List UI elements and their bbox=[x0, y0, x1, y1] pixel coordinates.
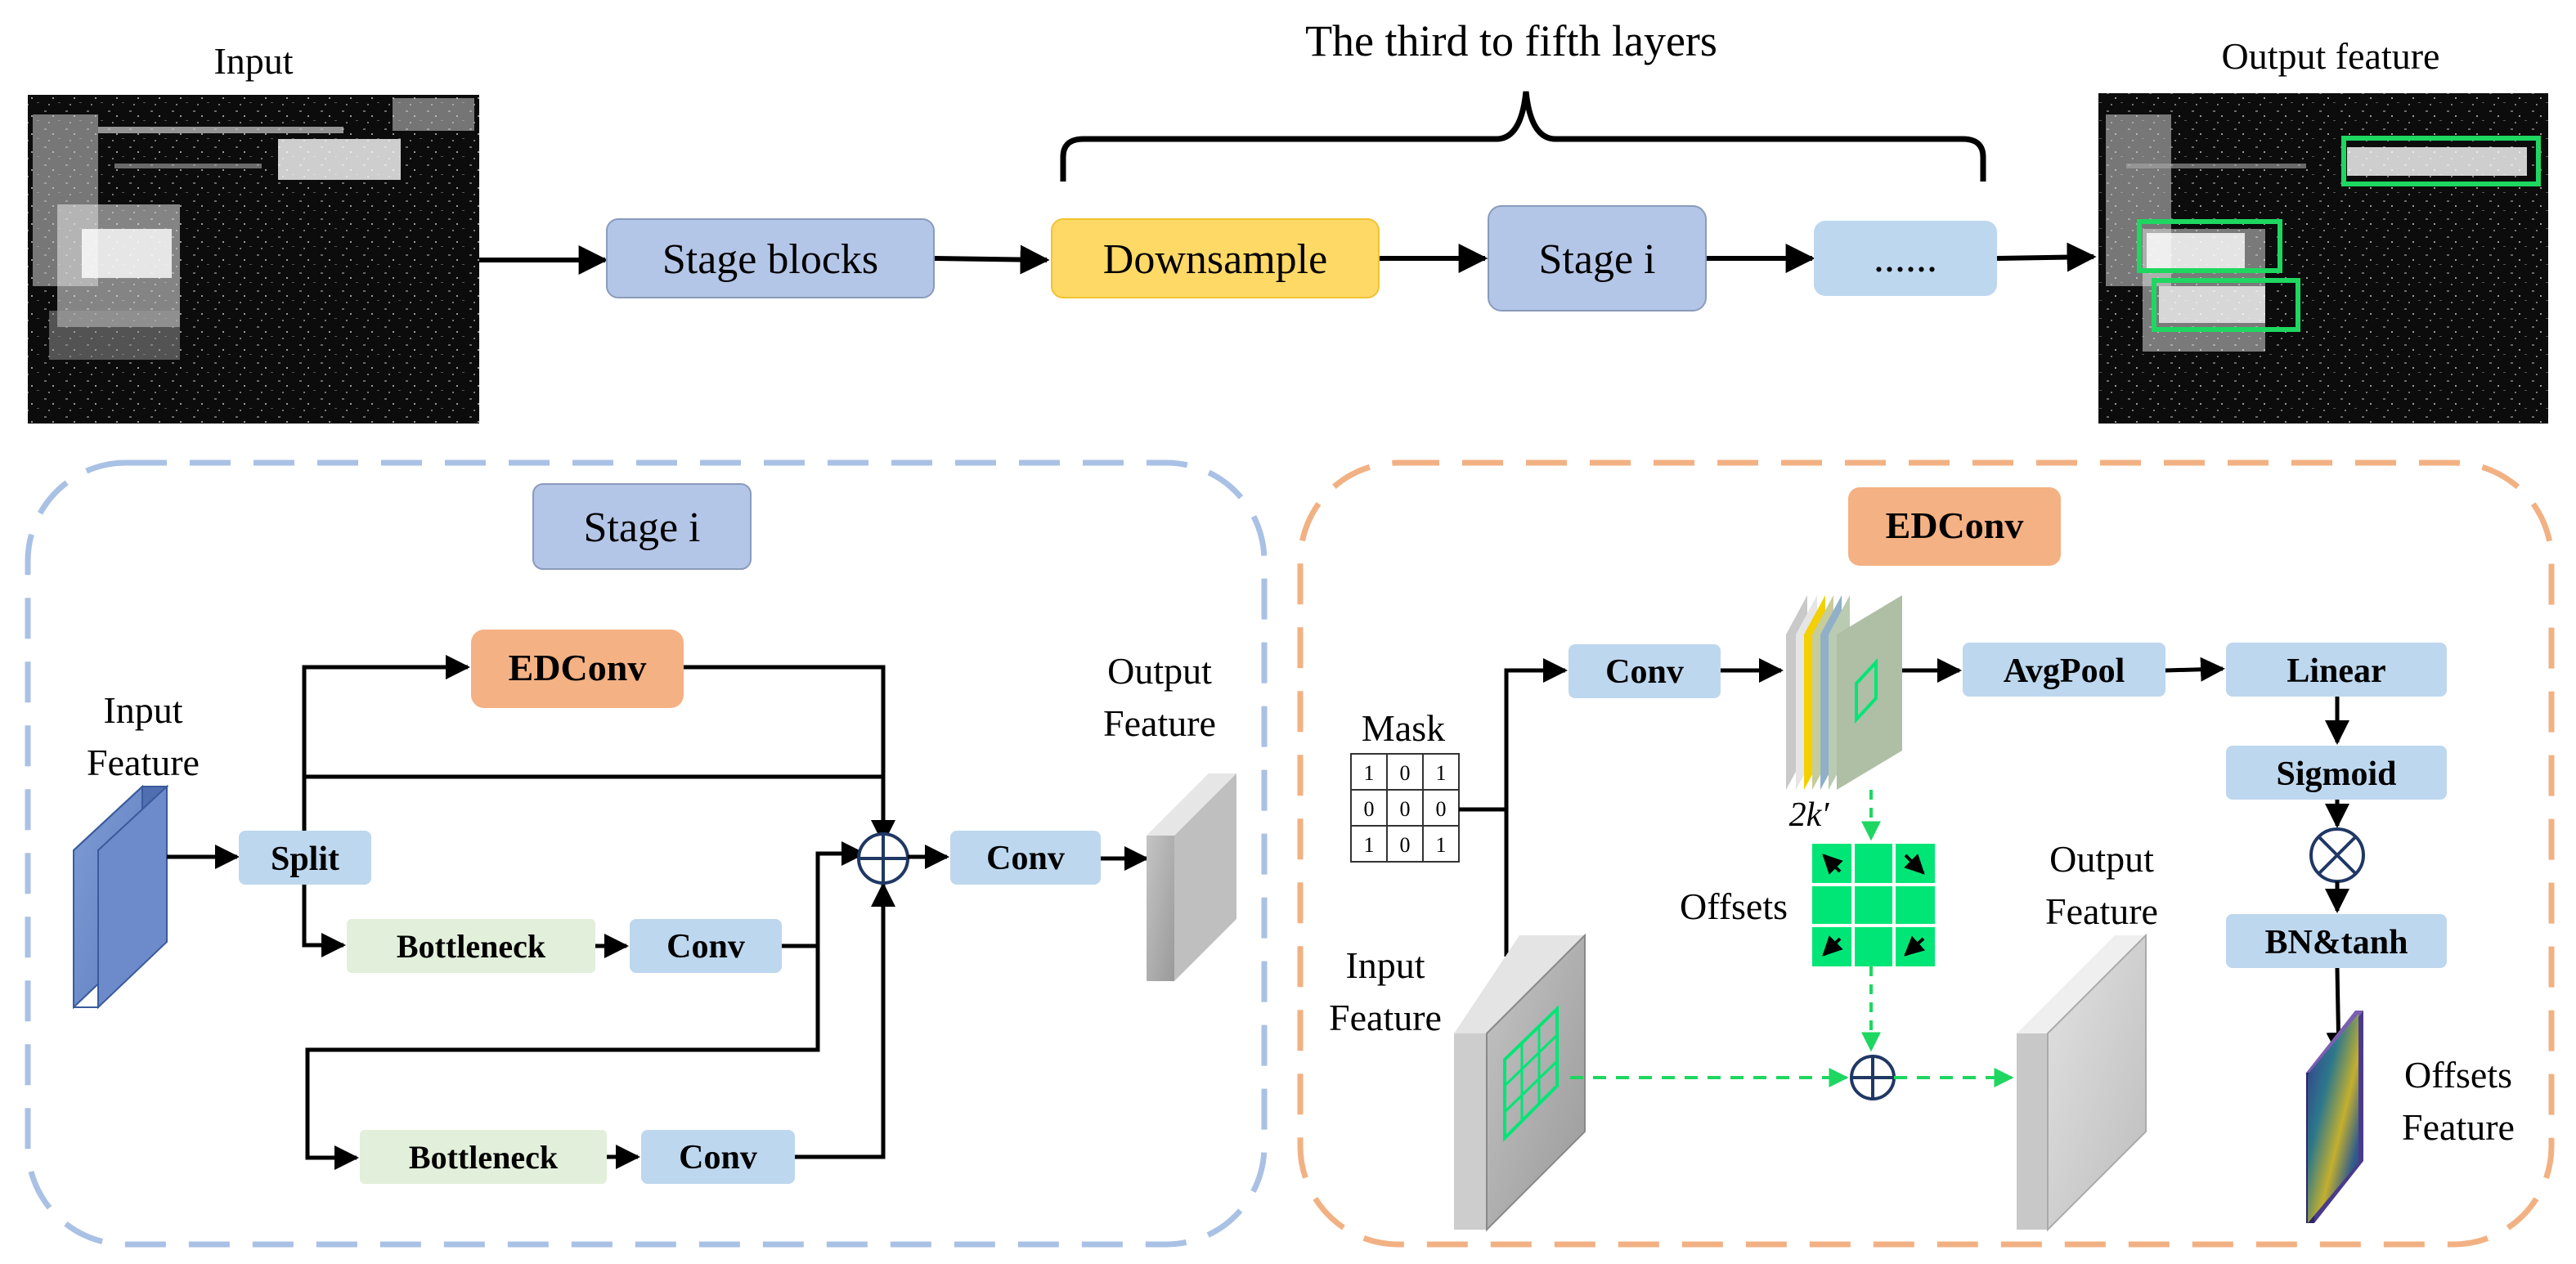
bn-tanh-label: BN&tanh bbox=[2264, 924, 2408, 961]
conv-box-2: Conv bbox=[641, 1130, 795, 1184]
left-output-feature-block bbox=[1147, 773, 1236, 981]
linear-label: Linear bbox=[2287, 652, 2385, 690]
ellipsis-box: ...... bbox=[1814, 221, 1997, 296]
input-sar-image bbox=[28, 95, 479, 424]
sigmoid-box: Sigmoid bbox=[2226, 746, 2447, 800]
stacked-feature-maps bbox=[1786, 595, 1902, 790]
offsets-grid bbox=[1812, 844, 1935, 966]
left-input-feature-block bbox=[73, 784, 169, 1010]
linear-box: Linear bbox=[2226, 643, 2447, 697]
offsets-label: Offsets bbox=[1680, 885, 1788, 927]
mask-grid: 1 0 1 0 0 0 1 0 1 bbox=[1350, 753, 1460, 863]
stage-i-panel-title: Stage i bbox=[532, 483, 752, 570]
mask-cell-0-0: 1 bbox=[1364, 761, 1375, 785]
arrow-conv-1-to-sum bbox=[782, 841, 866, 948]
input-label: Input bbox=[213, 40, 293, 82]
stage-i-panel-border bbox=[25, 459, 1268, 1248]
conv-out-box: Conv bbox=[950, 831, 1101, 885]
edconv-label-left: EDConv bbox=[509, 647, 647, 688]
split-label: Split bbox=[271, 840, 339, 878]
ellipsis-label: ...... bbox=[1874, 235, 1937, 281]
conv-label-right: Conv bbox=[1605, 653, 1684, 691]
conv-label-1: Conv bbox=[666, 928, 745, 966]
mask-cell-2-0: 1 bbox=[1364, 833, 1375, 857]
stage-i-box-top: Stage i bbox=[1488, 205, 1707, 312]
stage-i-label-top: Stage i bbox=[1539, 236, 1656, 283]
arrow-split-to-bottleneck-1 bbox=[302, 885, 346, 957]
left-input-label-2: Feature bbox=[87, 742, 200, 783]
edconv-title-label: EDConv bbox=[1886, 504, 2024, 546]
sum-circle-right bbox=[1850, 1055, 1896, 1100]
multiply-circle bbox=[2309, 827, 2365, 883]
right-input-feature-block bbox=[1454, 933, 1586, 1232]
line-split-identity bbox=[304, 774, 886, 842]
mask-cell-1-1: 0 bbox=[1400, 797, 1411, 821]
offsets-feature-label-2: Feature bbox=[2402, 1106, 2515, 1148]
twok-label: 2k′ bbox=[1789, 796, 1830, 834]
downsample-label: Downsample bbox=[1103, 236, 1327, 283]
right-output-label-1: Output bbox=[2049, 838, 2154, 880]
right-input-label-2: Feature bbox=[1329, 997, 1442, 1038]
edconv-panel-border bbox=[1297, 459, 2555, 1248]
arrow-conv-2-to-sum bbox=[795, 882, 895, 1159]
offsets-feature-block bbox=[2306, 1011, 2363, 1223]
avgpool-label: AvgPool bbox=[2004, 652, 2125, 690]
mask-cell-0-2: 1 bbox=[1436, 761, 1447, 785]
left-output-label-1: Output bbox=[1107, 650, 1212, 692]
right-output-feature-block bbox=[2017, 933, 2147, 1232]
left-input-label-1: Input bbox=[103, 689, 182, 731]
offsets-feature-label-1: Offsets bbox=[2404, 1054, 2512, 1096]
bottleneck-box-2: Bottleneck bbox=[360, 1130, 607, 1184]
mask-cell-2-2: 1 bbox=[1436, 833, 1447, 857]
layers-brace bbox=[1060, 91, 1986, 182]
mask-cell-2-1: 0 bbox=[1400, 833, 1411, 857]
conv-box-right: Conv bbox=[1568, 644, 1721, 698]
arrow-avgpool-to-linear bbox=[2165, 657, 2225, 682]
output-feature-label: Output feature bbox=[2222, 35, 2440, 77]
sigmoid-label: Sigmoid bbox=[2276, 755, 2396, 793]
mask-cell-1-2: 0 bbox=[1436, 797, 1447, 821]
detection-box-3 bbox=[2152, 278, 2300, 332]
arrow-to-bottleneck-2 bbox=[305, 946, 820, 1170]
sampling-window bbox=[1855, 657, 1878, 724]
arrow-ellipsis-to-output bbox=[1996, 242, 2097, 272]
downsample-box: Downsample bbox=[1051, 218, 1380, 298]
stage-i-title-label: Stage i bbox=[584, 504, 701, 551]
bottleneck-label-1: Bottleneck bbox=[397, 928, 546, 965]
edconv-panel-title: EDConv bbox=[1848, 487, 2061, 566]
mask-cell-0-1: 0 bbox=[1400, 761, 1411, 785]
right-input-label-1: Input bbox=[1345, 944, 1425, 986]
brace-label: The third to fifth layers bbox=[1305, 16, 1717, 65]
conv-out-label: Conv bbox=[986, 840, 1065, 877]
split-box: Split bbox=[239, 831, 371, 885]
mask-cell-1-0: 0 bbox=[1364, 797, 1375, 821]
conv-label-2: Conv bbox=[679, 1139, 757, 1177]
bn-tanh-box: BN&tanh bbox=[2226, 914, 2447, 968]
mask-label: Mask bbox=[1362, 707, 1445, 749]
stage-blocks-label: Stage blocks bbox=[662, 236, 878, 283]
output-sar-image bbox=[2098, 93, 2548, 424]
left-output-label-2: Feature bbox=[1103, 702, 1216, 744]
edconv-box-left: EDConv bbox=[471, 630, 684, 708]
arrow-split-to-edconv bbox=[302, 655, 470, 831]
stage-blocks-box: Stage blocks bbox=[606, 218, 935, 298]
detection-box-1 bbox=[2341, 136, 2541, 186]
right-output-label-2: Feature bbox=[2045, 890, 2158, 932]
arrow-stage-blocks-to-downsample bbox=[933, 244, 1050, 275]
conv-box-1: Conv bbox=[630, 919, 782, 973]
detection-box-2 bbox=[2137, 219, 2282, 273]
sum-circle-left bbox=[857, 832, 909, 885]
bottleneck-box-1: Bottleneck bbox=[347, 919, 595, 973]
bottleneck-label-2: Bottleneck bbox=[409, 1139, 559, 1176]
avgpool-box: AvgPool bbox=[1963, 643, 2165, 697]
arrow-edconv-to-sum bbox=[684, 665, 895, 845]
arrow-input-to-conv bbox=[1504, 658, 1568, 957]
